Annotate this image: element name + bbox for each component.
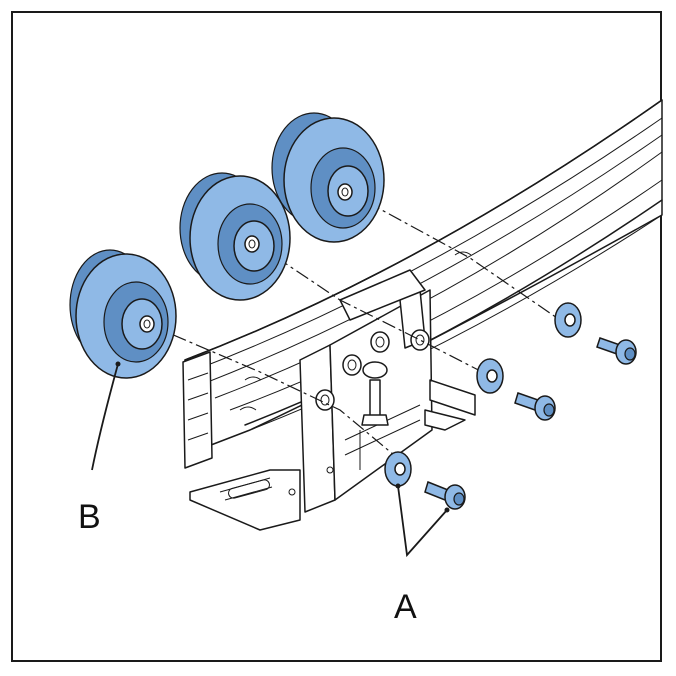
callout-leaders — [91, 361, 450, 558]
screw-middle — [514, 392, 556, 421]
screw-bottom — [424, 480, 466, 510]
callout-b: B — [78, 498, 101, 536]
roller-middle — [179, 172, 291, 301]
washer-bottom — [384, 451, 412, 487]
callout-a: A — [394, 588, 417, 626]
roller-front — [69, 249, 177, 379]
screw-top — [596, 337, 637, 365]
mounting-bracket — [189, 269, 476, 531]
washer-top — [554, 302, 582, 338]
washer-middle — [476, 358, 504, 394]
roller-back — [271, 112, 385, 243]
assembly-axis-lines — [149, 189, 561, 461]
